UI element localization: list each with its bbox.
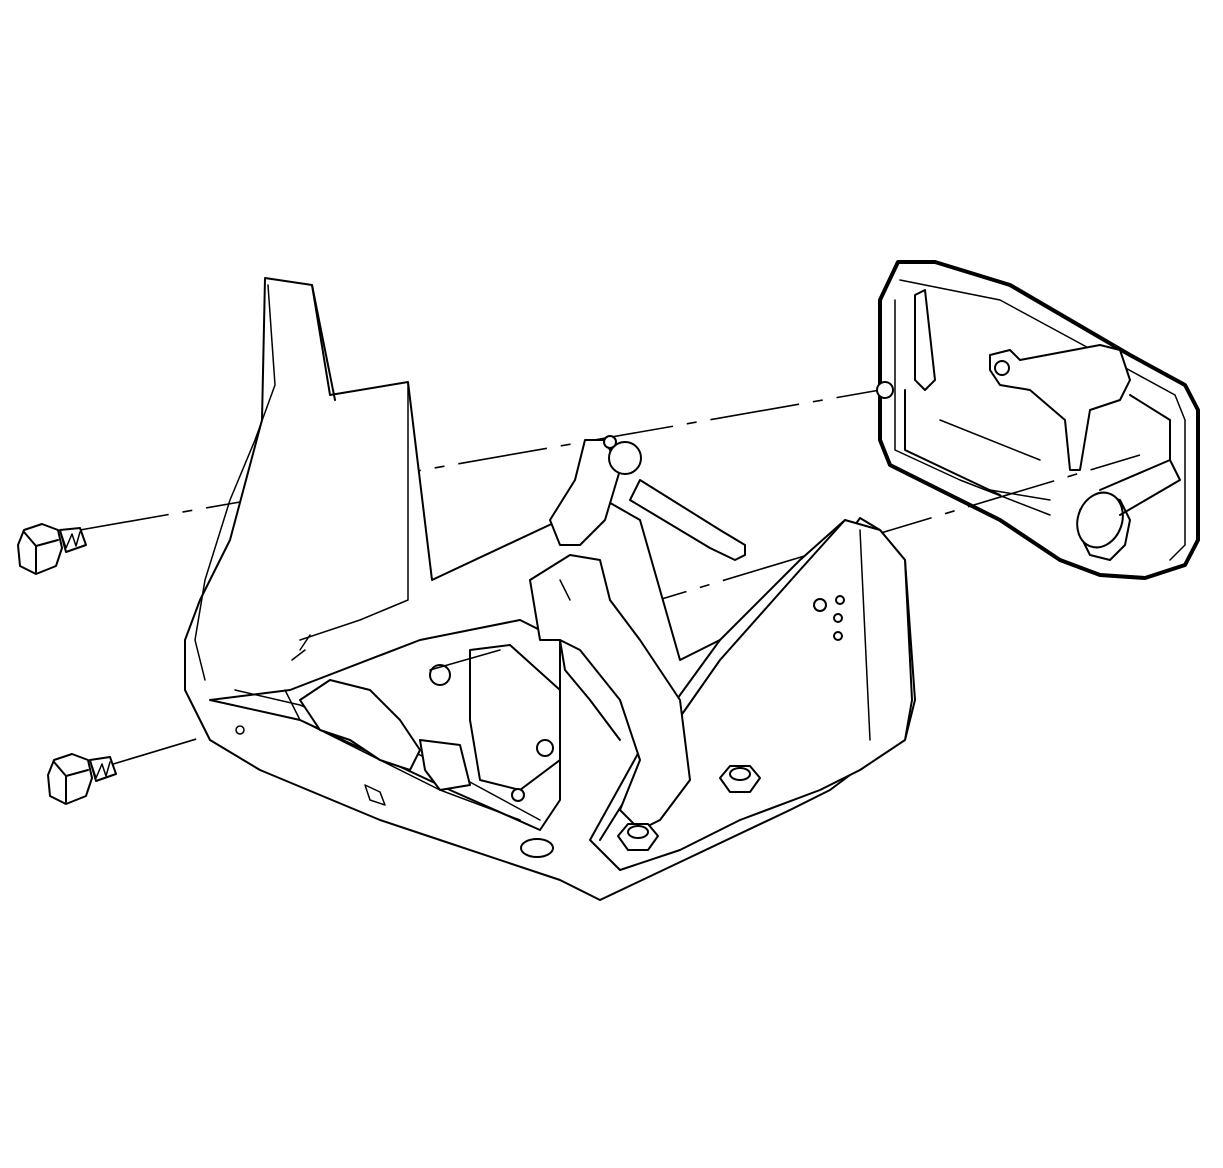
handle-bezel <box>876 260 1200 580</box>
bolt-lower <box>47 753 117 805</box>
hex-nut-icon <box>719 765 761 793</box>
latch-mechanism <box>299 679 421 771</box>
mounting-nuts <box>617 765 761 851</box>
hex-bolt-icon <box>17 523 87 575</box>
actuator-rod <box>629 479 746 561</box>
hex-bolt-icon <box>47 753 117 805</box>
alignment-line-upper-bolt <box>79 389 881 531</box>
hex-nut-icon <box>617 823 659 851</box>
bolt-upper <box>17 523 87 575</box>
handle-bezel-outline <box>878 260 1200 580</box>
bracket-assembly <box>184 277 916 901</box>
